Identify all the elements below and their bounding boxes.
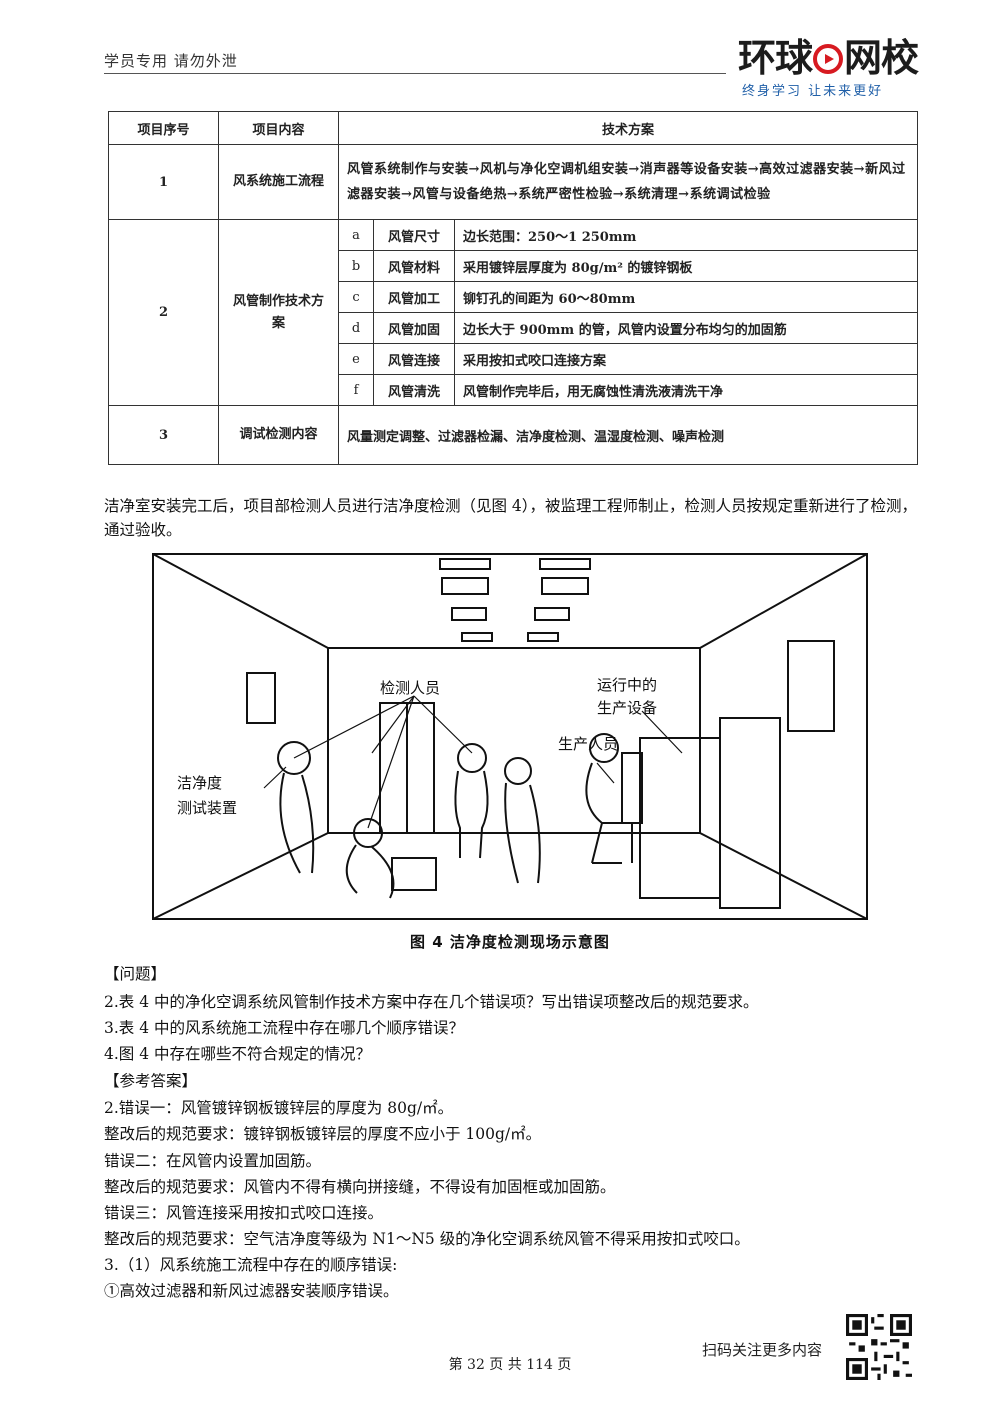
item-description: 风管制作完毕后，用无腐蚀性清洗液清洗干净 xyxy=(454,374,918,406)
item-description: 铆钉孔的间距为 60～80mm xyxy=(454,281,918,313)
header-notice: 学员专用 请勿外泄 xyxy=(104,52,238,70)
header-project-no: 项目序号 xyxy=(108,111,219,145)
row1-plan: 风管系统制作与安装→风机与净化空调机组安装→消声器等设备安装→高效过滤器安装→新… xyxy=(338,144,918,220)
answer-line: 整改后的规范要求：空气洁净度等级为 N1～N5 级的净化空调系统风管不得采用按扣… xyxy=(104,1230,750,1248)
table-header-row: 项目序号 项目内容 技术方案 xyxy=(108,111,918,145)
header-tech-plan: 技术方案 xyxy=(338,111,918,145)
table-row: e 风管连接 采用按扣式咬口连接方案 xyxy=(109,343,918,375)
item-letter: e xyxy=(338,343,374,375)
logo-play-icon xyxy=(813,44,844,74)
answer-line: 整改后的规范要求：镀锌钢板镀锌层的厚度不应小于 100g/㎡。 xyxy=(104,1125,542,1143)
cleanroom-figure: 检测人员 运行中的 生产设备 生产人员 洁净度 测试装置 xyxy=(152,553,868,920)
label-device-1: 洁净度 xyxy=(177,774,222,792)
logo-prefix: 环球 xyxy=(738,36,813,80)
table-row: f 风管清洗 风管制作完毕后，用无腐蚀性清洗液清洗干净 xyxy=(109,374,918,406)
question-item: 2.表 4 中的净化空调系统风管制作技术方案中存在几个错误项？写出错误项整改后的… xyxy=(104,993,759,1011)
item-description: 边长大于 900mm 的管，风管内设置分布均匀的加固筋 xyxy=(454,312,918,344)
brand-logo: 环球网校 终身学习 让未来更好 xyxy=(738,36,919,100)
row2-no: 2 xyxy=(108,219,219,406)
answer-line: 错误三：风管连接采用按扣式咬口连接。 xyxy=(104,1204,384,1222)
table-row: b 风管材料 采用镀锌层厚度为 80g/m² 的镀锌钢板 xyxy=(109,250,918,282)
answer-line: 整改后的规范要求：风管内不得有横向拼接缝，不得设有加固框或加固筋。 xyxy=(104,1178,616,1196)
label-device-2: 测试装置 xyxy=(177,799,237,817)
answer-line: 错误二：在风管内设置加固筋。 xyxy=(104,1152,322,1170)
row2-content: 风管制作技术方案 xyxy=(218,219,339,406)
item-letter: a xyxy=(338,219,374,251)
row1-content: 风系统施工流程 xyxy=(218,144,339,220)
row3-plan: 风量测定调整、过滤器检漏、洁净度检测、温湿度检测、噪声检测 xyxy=(338,405,918,465)
table-row: 1 风系统施工流程 风管系统制作与安装→风机与净化空调机组安装→消声器等设备安装… xyxy=(108,144,918,220)
item-letter: d xyxy=(338,312,374,344)
intro-paragraph: 洁净室安装完工后，项目部检测人员进行洁净度检测（见图 4），被监理工程师制止，检… xyxy=(104,497,918,539)
answer-line: 2.错误一：风管镀锌钢板镀锌层的厚度为 80g/㎡。 xyxy=(104,1099,454,1117)
label-worker: 生产人员 xyxy=(558,735,618,753)
question-header: 【问题】 xyxy=(104,965,167,983)
page-number: 第 32 页 共 114 页 xyxy=(448,1357,572,1373)
row3-no: 3 xyxy=(108,405,219,465)
figure-caption: 图 4 洁净度检测现场示意图 xyxy=(410,933,610,951)
row1-no: 1 xyxy=(108,144,219,220)
item-category: 风管材料 xyxy=(373,250,455,282)
answer-line: 3.（1）风系统施工流程中存在的顺序错误: xyxy=(104,1256,398,1274)
question-item: 3.表 4 中的风系统施工流程中存在哪几个顺序错误？ xyxy=(104,1019,465,1037)
label-inspector: 检测人员 xyxy=(380,679,440,697)
figure-frame xyxy=(152,553,868,920)
question-item: 4.图 4 中存在哪些不符合规定的情况？ xyxy=(104,1045,372,1063)
item-category: 风管加固 xyxy=(373,312,455,344)
table-row: 2 风管制作技术方案 a 风管尺寸 边长范围：250～1 250mm xyxy=(108,219,918,406)
item-description: 采用镀锌层厚度为 80g/m² 的镀锌钢板 xyxy=(454,250,918,282)
logo-tagline: 终身学习 让未来更好 xyxy=(742,84,884,99)
item-letter: f xyxy=(338,374,374,406)
answer-line: ①高效过滤器和新风过滤器安装顺序错误。 xyxy=(104,1282,399,1300)
item-description: 采用按扣式咬口连接方案 xyxy=(454,343,918,375)
qr-code-icon[interactable] xyxy=(846,1314,912,1380)
table-row: c 风管加工 铆钉孔的间距为 60～80mm xyxy=(109,281,918,313)
item-letter: c xyxy=(338,281,374,313)
logo-wordmark: 环球网校 xyxy=(738,36,919,80)
header-divider xyxy=(104,73,726,74)
label-equipment-2: 生产设备 xyxy=(597,699,657,717)
item-letter: b xyxy=(338,250,374,282)
table-row: 3 调试检测内容 风量测定调整、过滤器检漏、洁净度检测、温湿度检测、噪声检测 xyxy=(108,405,918,465)
item-description: 边长范围：250～1 250mm xyxy=(454,219,918,251)
label-equipment-1: 运行中的 xyxy=(597,676,657,694)
tech-plan-table: 项目序号 项目内容 技术方案 1 风系统施工流程 风管系统制作与安装→风机与净化… xyxy=(108,111,918,465)
row3-content: 调试检测内容 xyxy=(218,405,339,465)
logo-suffix: 网校 xyxy=(844,36,919,80)
answer-header: 【参考答案】 xyxy=(104,1072,198,1090)
item-category: 风管尺寸 xyxy=(373,219,455,251)
scan-prompt: 扫码关注更多内容 xyxy=(702,1341,823,1359)
header-project-content: 项目内容 xyxy=(218,111,339,145)
item-category: 风管加工 xyxy=(373,281,455,313)
item-category: 风管清洗 xyxy=(373,374,455,406)
item-category: 风管连接 xyxy=(373,343,455,375)
